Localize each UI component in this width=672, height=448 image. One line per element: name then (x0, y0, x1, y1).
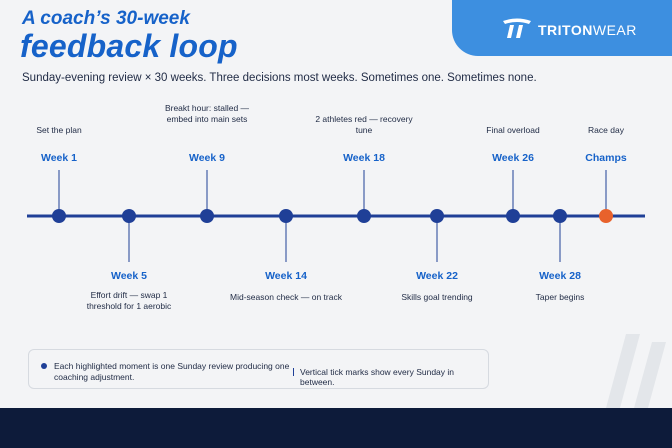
milestone-week-label: Week 28 (539, 270, 581, 282)
milestone-caption: Mid-season check — on track (230, 292, 342, 302)
legend-dot (41, 363, 47, 369)
milestone-caption: Final overload (486, 125, 540, 135)
watermark-logo-icon (606, 334, 666, 408)
milestone-dot (430, 209, 444, 223)
legend-tick (293, 368, 294, 376)
milestone-dot (357, 209, 371, 223)
milestone-caption: Race day (588, 125, 624, 135)
milestone-dot (52, 209, 66, 223)
milestone-week-label: Week 9 (189, 152, 225, 164)
footer-bar (0, 408, 672, 448)
page-title-line1: A coach’s 30-week (22, 8, 190, 29)
legend-tick-text: Vertical tick marks show every Sunday in… (300, 367, 455, 387)
milestone-caption: Breakt hour: stalled — embed into main s… (164, 103, 250, 124)
milestone-caption: Effort drift — swap 1 threshold for 1 ae… (86, 290, 172, 311)
milestone-week-label: Champs (585, 152, 627, 164)
milestone-dot (200, 209, 214, 223)
milestone-caption: Taper begins (535, 292, 585, 302)
milestone-week-label: Week 26 (492, 152, 534, 164)
milestone-dot (279, 209, 293, 223)
milestone-dot (122, 209, 136, 223)
milestone-week-label: Week 14 (265, 270, 307, 282)
milestone-dot (553, 209, 567, 223)
brand-panel: TRITONWEAR (452, 0, 672, 56)
legend: Each highlighted moment is one Sunday re… (28, 349, 489, 389)
milestone-dot-highlight (599, 209, 613, 223)
milestone-week-label: Week 22 (416, 270, 458, 282)
legend-dot-text: Each highlighted moment is one Sunday re… (54, 361, 290, 382)
page-title-line2: feedback loop (20, 28, 238, 64)
milestone-dot (506, 209, 520, 223)
milestone-caption: Skills goal trending (401, 292, 473, 302)
subtitle: Sunday-evening review × 30 weeks. Three … (22, 72, 537, 84)
milestone-week-label: Week 1 (41, 152, 77, 164)
milestone-caption: Set the plan (36, 125, 82, 135)
milestone-week-label: Week 18 (343, 152, 385, 164)
milestone-caption: 2 athletes red — recovery tune (315, 114, 413, 135)
milestone-week-label: Week 5 (111, 270, 147, 282)
brand-name: TRITONWEAR (538, 22, 637, 38)
triton-logo-icon (503, 18, 531, 38)
